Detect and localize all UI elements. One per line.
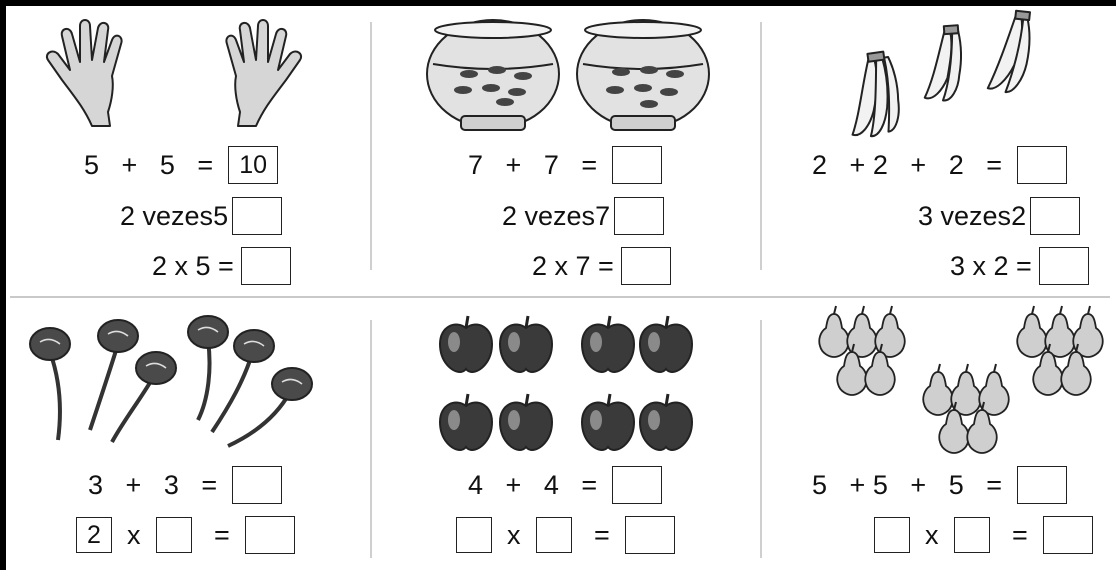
answer-box[interactable]	[612, 466, 663, 504]
answer-box[interactable]	[1039, 247, 1090, 285]
sum-equation: 2 + 2 + 2 =	[812, 146, 1068, 184]
multiplication-equation: 2 x =	[76, 516, 295, 554]
factor-box[interactable]	[874, 517, 910, 553]
multiplication-equation: x =	[456, 516, 675, 554]
plus-sign: +	[505, 149, 522, 180]
sum-equation: 5 + 5 + 5 =	[812, 466, 1068, 504]
plus-sign: +	[121, 149, 138, 180]
answer-box[interactable]: 10	[228, 146, 279, 184]
column-divider-1	[370, 22, 372, 270]
answer-box[interactable]	[624, 516, 675, 554]
factor-box[interactable]	[535, 517, 572, 553]
equals-sign: =	[197, 149, 214, 180]
hands-icon	[46, 19, 302, 127]
multiplication-label: 2 x 5 =	[152, 250, 234, 281]
multiplication-label: 3 x 2 =	[950, 250, 1032, 281]
times-number: 5	[213, 200, 229, 231]
equals-sign: =	[594, 519, 610, 550]
plus-sign: +	[849, 469, 866, 500]
addend: 5	[948, 469, 964, 500]
sum-equation: 4 + 4 =	[468, 466, 663, 504]
multiplication-label: 2 x 7 =	[532, 250, 614, 281]
addend: 5	[84, 149, 100, 180]
times-sign: x	[925, 519, 939, 550]
factor-box[interactable]	[456, 517, 492, 553]
rose-icon	[29, 315, 313, 448]
equals-sign: =	[1012, 519, 1028, 550]
addend: 3	[88, 469, 104, 500]
column-divider-2	[760, 22, 762, 270]
times-label: 3 vezes	[918, 200, 1012, 231]
equals-sign: =	[986, 469, 1003, 500]
addend: 5	[872, 469, 888, 500]
multiplication-equation: 2 x 7 =	[532, 247, 672, 285]
addend: 4	[543, 469, 559, 500]
plus-sign: +	[125, 469, 142, 500]
equals-sign: =	[214, 519, 230, 550]
fishbowl-icon	[426, 19, 710, 131]
plus-sign: +	[910, 469, 927, 500]
addend: 2	[812, 149, 828, 180]
answer-box[interactable]	[232, 197, 283, 235]
equals-sign: =	[581, 149, 598, 180]
sum-equation: 5 + 5 = 10	[84, 146, 279, 184]
factor-box[interactable]	[953, 517, 990, 553]
answer-box[interactable]	[232, 466, 283, 504]
times-sign: x	[127, 519, 141, 550]
answer-box[interactable]	[241, 247, 292, 285]
times-sign: x	[507, 519, 521, 550]
answer-box[interactable]	[1030, 197, 1081, 235]
multiplication-equation: 3 x 2 =	[950, 247, 1090, 285]
equals-sign: =	[201, 469, 218, 500]
addend: 7	[543, 149, 559, 180]
column-divider-4	[760, 320, 762, 558]
answer-box[interactable]	[1017, 146, 1068, 184]
answer-box[interactable]	[244, 516, 295, 554]
addend: 3	[163, 469, 179, 500]
sum-equation: 3 + 3 =	[88, 466, 283, 504]
factor-box[interactable]: 2	[76, 517, 112, 553]
answer-box[interactable]	[621, 247, 672, 285]
addend: 4	[468, 469, 484, 500]
addend: 7	[468, 149, 484, 180]
answer-box[interactable]	[612, 146, 663, 184]
multiplication-equation: 2 x 5 =	[152, 247, 292, 285]
row-divider	[10, 296, 1110, 298]
answer-box[interactable]	[1017, 466, 1068, 504]
addend: 5	[159, 149, 175, 180]
addend: 2	[948, 149, 964, 180]
answer-box[interactable]	[614, 197, 665, 235]
factor-box[interactable]	[155, 517, 192, 553]
times-label: 2 vezes	[502, 200, 596, 231]
plus-sign: +	[910, 149, 927, 180]
sum-equation: 7 + 7 =	[468, 146, 663, 184]
times-number: 2	[1011, 200, 1027, 231]
equals-sign: =	[581, 469, 598, 500]
equals-sign: =	[986, 149, 1003, 180]
addend: 2	[872, 149, 888, 180]
times-label: 2 vezes	[120, 200, 214, 231]
multiplication-equation: x =	[874, 516, 1093, 554]
addend: 5	[812, 469, 828, 500]
plus-sign: +	[849, 149, 866, 180]
answer-box[interactable]	[1042, 516, 1093, 554]
banana-bunch-icon	[851, 9, 1031, 138]
plus-sign: +	[505, 469, 522, 500]
times-number: 7	[595, 200, 611, 231]
column-divider-3	[370, 320, 372, 558]
